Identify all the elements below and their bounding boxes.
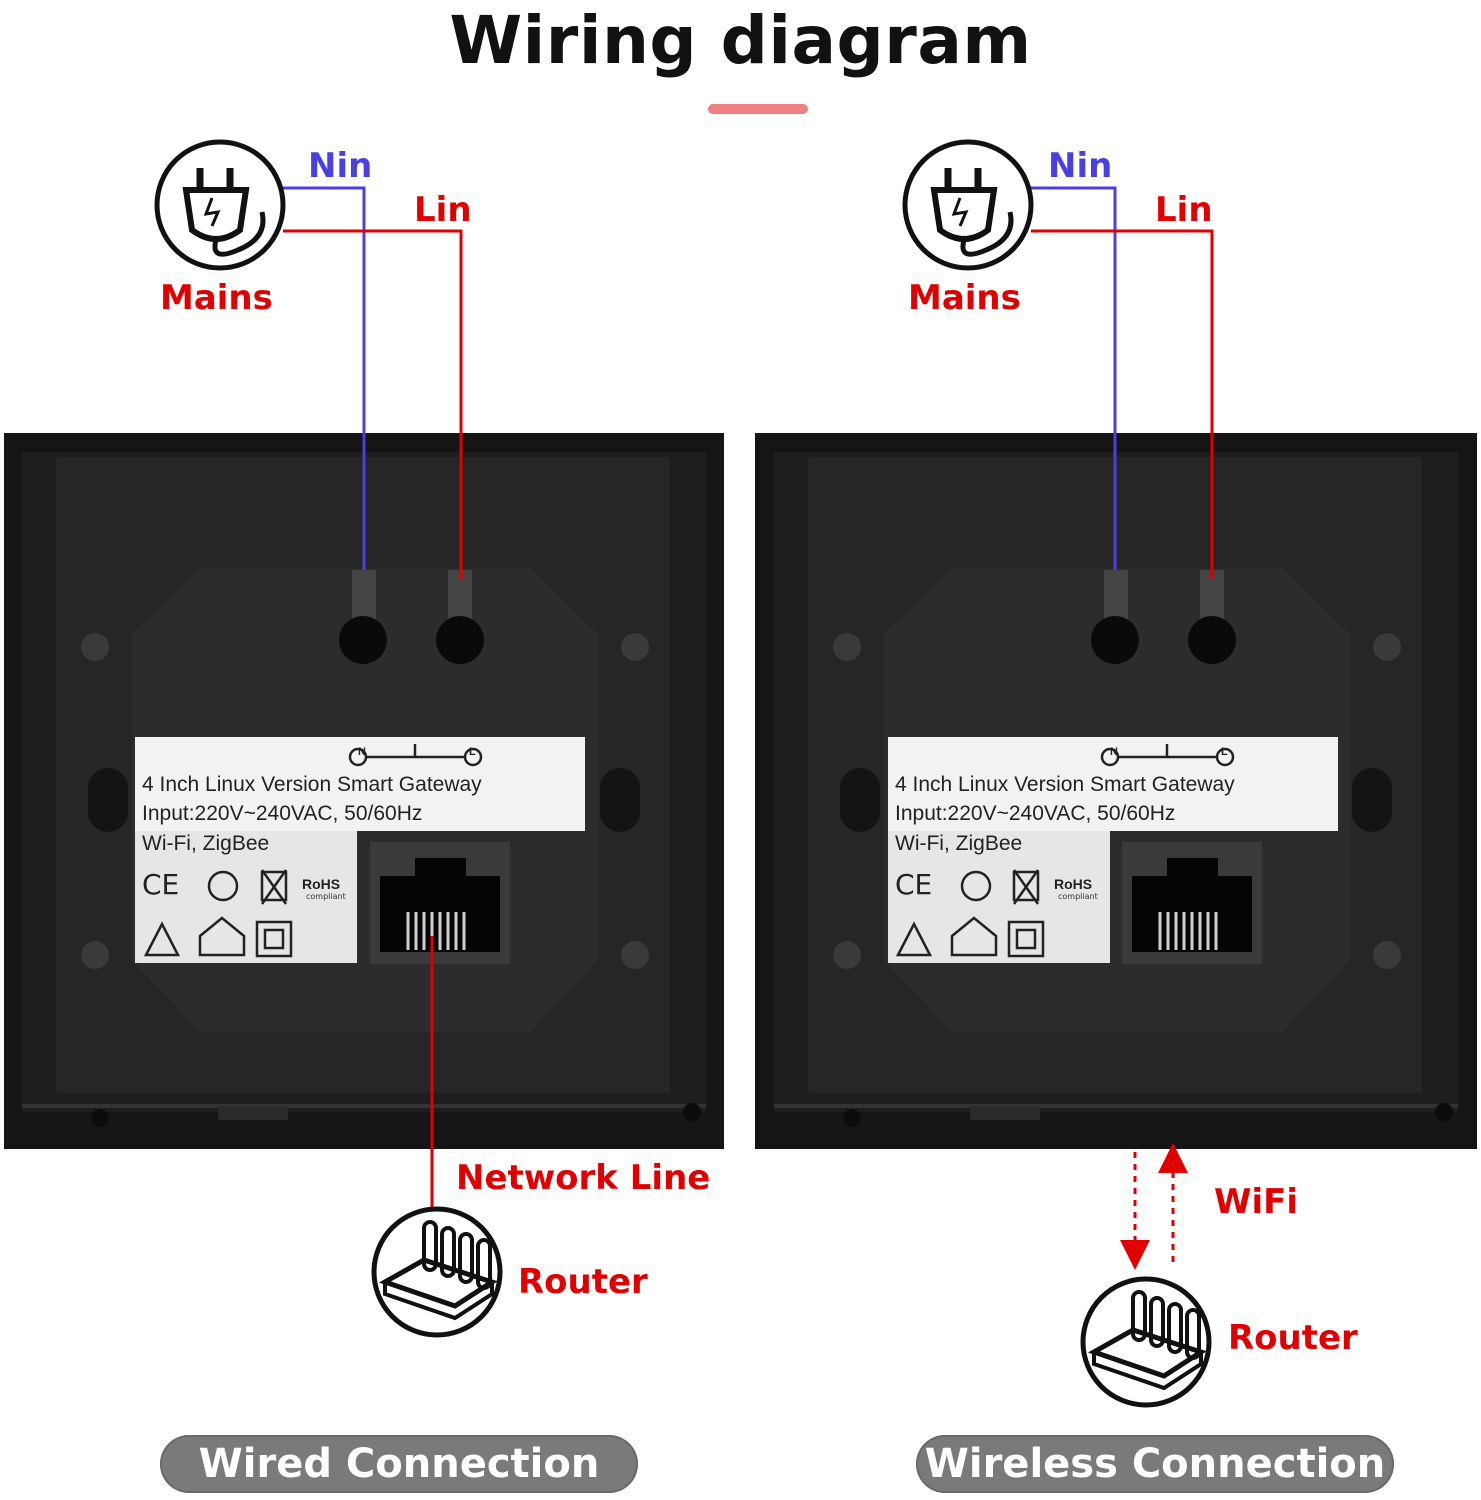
plug-icon xyxy=(154,139,286,271)
rohs-mark: RoHS xyxy=(302,876,341,892)
network-line-label: Network Line xyxy=(456,1158,711,1198)
wired-connection-caption: Wired Connection xyxy=(160,1435,638,1493)
live-in-label: Lin xyxy=(1155,190,1213,230)
terminal-l-label: L xyxy=(469,746,476,758)
sticker-protocol-line: Wi-Fi, ZigBee xyxy=(895,832,1023,855)
wireless-connection-caption: Wireless Connection xyxy=(916,1435,1394,1493)
terminal-n-label: N xyxy=(1110,746,1118,758)
sticker-product-line: 4 Inch Linux Version Smart Gateway xyxy=(895,773,1235,796)
wiring-left xyxy=(283,186,463,1208)
router-label: Router xyxy=(1228,1318,1358,1358)
wifi-label: WiFi xyxy=(1214,1182,1299,1222)
neutral-in-label: Nin xyxy=(1048,146,1113,186)
sticker-input-line: Input:220V~240VAC, 50/60Hz xyxy=(895,802,1176,825)
sticker-protocol-line: Wi-Fi, ZigBee xyxy=(142,832,270,855)
plug-icon xyxy=(902,139,1034,271)
title-underline xyxy=(708,104,808,114)
sticker-product-line: 4 Inch Linux Version Smart Gateway xyxy=(142,773,482,796)
rohs-compliant-text: compliant xyxy=(306,892,346,901)
neutral-in-label: Nin xyxy=(308,146,373,186)
router-label: Router xyxy=(518,1262,648,1302)
mains-label: Mains xyxy=(908,278,1021,318)
ce-mark: CE xyxy=(895,868,933,901)
rohs-mark: RoHS xyxy=(1054,876,1093,892)
live-in-label: Lin xyxy=(414,190,472,230)
terminal-l-label: L xyxy=(1221,746,1228,758)
sticker-input-line: Input:220V~240VAC, 50/60Hz xyxy=(142,802,423,825)
wiring-right xyxy=(1031,186,1214,1270)
rohs-compliant-text: compliant xyxy=(1058,892,1098,901)
router-icon xyxy=(1080,1276,1212,1408)
ce-mark: CE xyxy=(142,868,180,901)
mains-label: Mains xyxy=(160,278,273,318)
diagram-title: Wiring diagram xyxy=(449,2,1032,79)
terminal-n-label: N xyxy=(358,746,366,758)
router-icon xyxy=(371,1206,503,1338)
